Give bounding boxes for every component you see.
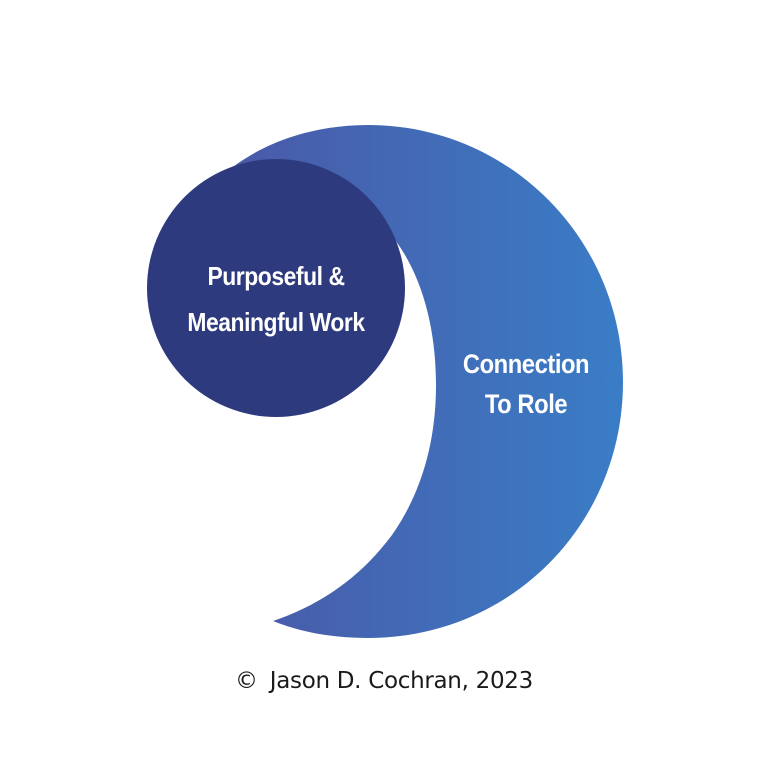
crescent-label-line2: To Role [484,389,568,419]
outer-crescent-shape [182,125,623,638]
copyright-icon: © [235,668,258,694]
copyright-notice: © Jason D. Cochran, 2023 [0,668,768,694]
crescent-label-line1: Connection [462,349,590,379]
copyright-text: Jason D. Cochran, 2023 [269,668,534,694]
inner-circle-label-line2: Meaningful Work [187,307,365,337]
inner-circle-label-line1: Purposeful & [207,261,345,291]
inner-circle-shape [147,159,405,417]
